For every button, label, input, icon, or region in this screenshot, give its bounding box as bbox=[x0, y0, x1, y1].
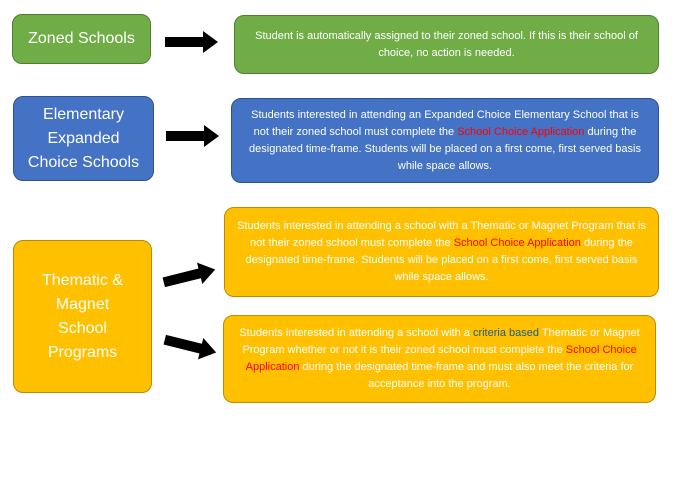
zoned-schools-text: Student is automatically assigned to the… bbox=[255, 29, 638, 59]
criteria-based-highlight: criteria based bbox=[472, 327, 539, 339]
arrow-thematic-upper-icon bbox=[162, 262, 216, 288]
arrow-elementary-icon bbox=[166, 125, 219, 147]
criteria-based-programs-description: Students interested in attending a schoo… bbox=[223, 315, 656, 403]
school-choice-application-link[interactable]: School Choice Application bbox=[453, 237, 581, 249]
thematic-magnet-programs-box: Thematic & Magnet School Programs bbox=[13, 240, 152, 393]
thematic-magnet-text: Students interested in attending a schoo… bbox=[237, 220, 646, 283]
arrow-thematic-lower-icon bbox=[163, 334, 217, 360]
zoned-schools-box: Zoned Schools bbox=[12, 14, 151, 64]
zoned-schools-description: Student is automatically assigned to the… bbox=[234, 15, 659, 74]
elementary-expanded-choice-label: Elementary Expanded Choice Schools bbox=[27, 105, 140, 171]
zoned-schools-label: Zoned Schools bbox=[28, 30, 135, 47]
elementary-expanded-choice-box: Elementary Expanded Choice Schools bbox=[13, 96, 154, 181]
school-choice-application-link[interactable]: School Choice Application bbox=[457, 125, 585, 138]
elementary-expanded-choice-text: Students interested in attending an Expa… bbox=[249, 108, 641, 172]
criteria-based-programs-text: Students interested in attending a schoo… bbox=[239, 327, 640, 390]
thematic-magnet-description: Students interested in attending a schoo… bbox=[224, 207, 659, 297]
school-choice-application-link[interactable]: School Choice Application bbox=[245, 344, 637, 373]
thematic-magnet-programs-label: Thematic & Magnet School Programs bbox=[42, 271, 123, 361]
elementary-expanded-choice-description: Students interested in attending an Expa… bbox=[231, 98, 659, 183]
arrow-zoned-icon bbox=[165, 31, 218, 53]
